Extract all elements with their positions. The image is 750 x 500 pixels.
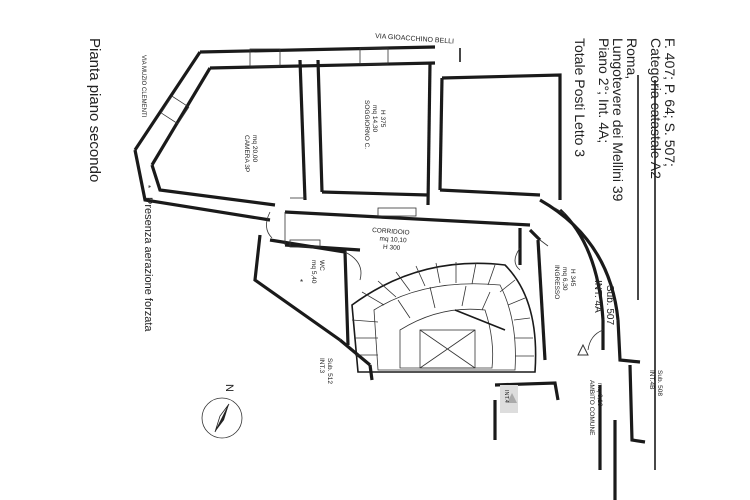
room-area: mq 14,30 — [371, 105, 378, 132]
entry-arrow-4a — [577, 343, 589, 356]
street-top: VIA GIOACCHINO BELLI — [375, 33, 454, 45]
room-area: mq 5,40 — [310, 260, 317, 284]
room-area: mq 6,10 — [596, 383, 603, 407]
room-ambito: AMBITO COMUNE mq 6,10 — [588, 380, 603, 436]
room-corridoio: CORRIDOIO mq 10,10 H 300 — [372, 227, 410, 252]
room-name: INGRESSO — [553, 265, 560, 299]
header-line-1: F. 407; P. 64; S. 507; — [662, 38, 678, 167]
unit-name: INT.4 — [503, 390, 509, 403]
room-area: mq 20,00 — [251, 135, 258, 162]
header-line-6: Totale Posti Letto 3 — [572, 38, 588, 157]
header-line-5: Piano 2°; Int. 4A; — [596, 38, 612, 143]
room-height: H 375 — [379, 110, 386, 128]
room-height: H 345 — [569, 269, 576, 287]
room-camera: CAMERA 3P mq 20,00 — [243, 135, 258, 172]
street-left: VIA MUZIO CLEMENTI — [140, 55, 146, 118]
room-name: SOGGIORNO C. — [363, 100, 370, 149]
wc-ventilation-mark: * — [300, 278, 303, 287]
room-height: H 300 — [383, 244, 401, 252]
unit-int4: INT.4 — [500, 385, 518, 413]
room-area: mq 10,10 — [379, 236, 407, 245]
walls — [133, 45, 656, 500]
compass-label: N — [223, 384, 235, 392]
header-line-4: Lungotevere dei Mellini 39 — [610, 38, 626, 202]
room-name: CAMERA 3P — [243, 135, 250, 172]
plan-title: Pianta piano secondo — [86, 38, 103, 182]
north-compass: N — [201, 384, 243, 439]
unit-int4b: INT.4B Sub. 508 — [648, 370, 663, 396]
header-line-3: Roma, — [624, 38, 640, 79]
svg-text:*: * — [143, 185, 152, 188]
unit-sub: Sub. 508 — [656, 370, 663, 396]
room-ingresso: INGRESSO mq 6,30 H 345 — [553, 265, 576, 299]
unit-int3: INT.3 Sub. 512 — [318, 358, 333, 384]
staircase — [351, 262, 537, 373]
door-openings — [284, 197, 566, 247]
room-area: mq 6,30 — [561, 267, 568, 291]
room-name: AMBITO COMUNE — [588, 380, 595, 436]
stair-treads — [351, 262, 534, 357]
unit-sub: Sub. 507 — [604, 285, 615, 325]
entry-arrow-4 — [507, 393, 517, 403]
room-name: WC — [318, 260, 325, 271]
unit-name: INT.3 — [318, 358, 325, 374]
ventilation-note: * Presenza aerazione forzata — [142, 185, 154, 332]
door-arcs — [266, 211, 604, 351]
unit-sub: Sub. 512 — [326, 358, 333, 384]
room-soggiorno: SOGGIORNO C. mq 14,30 H 375 — [363, 100, 386, 149]
unit-name: INT. 4A — [592, 280, 603, 313]
room-wc: WC mq 5,40 — [310, 260, 325, 284]
room-name: CORRIDOIO — [372, 227, 410, 237]
header-line-2: Categoria catastale A2 — [648, 38, 664, 179]
header-block: F. 407; P. 64; S. 507; Categoria catasta… — [572, 38, 678, 202]
unit-name: INT.4B — [648, 370, 655, 390]
windows — [160, 47, 417, 248]
ventilation-note-text: Presenza aerazione forzata — [142, 197, 154, 332]
unit-int4a: INT. 4A Sub. 507 — [592, 280, 615, 325]
